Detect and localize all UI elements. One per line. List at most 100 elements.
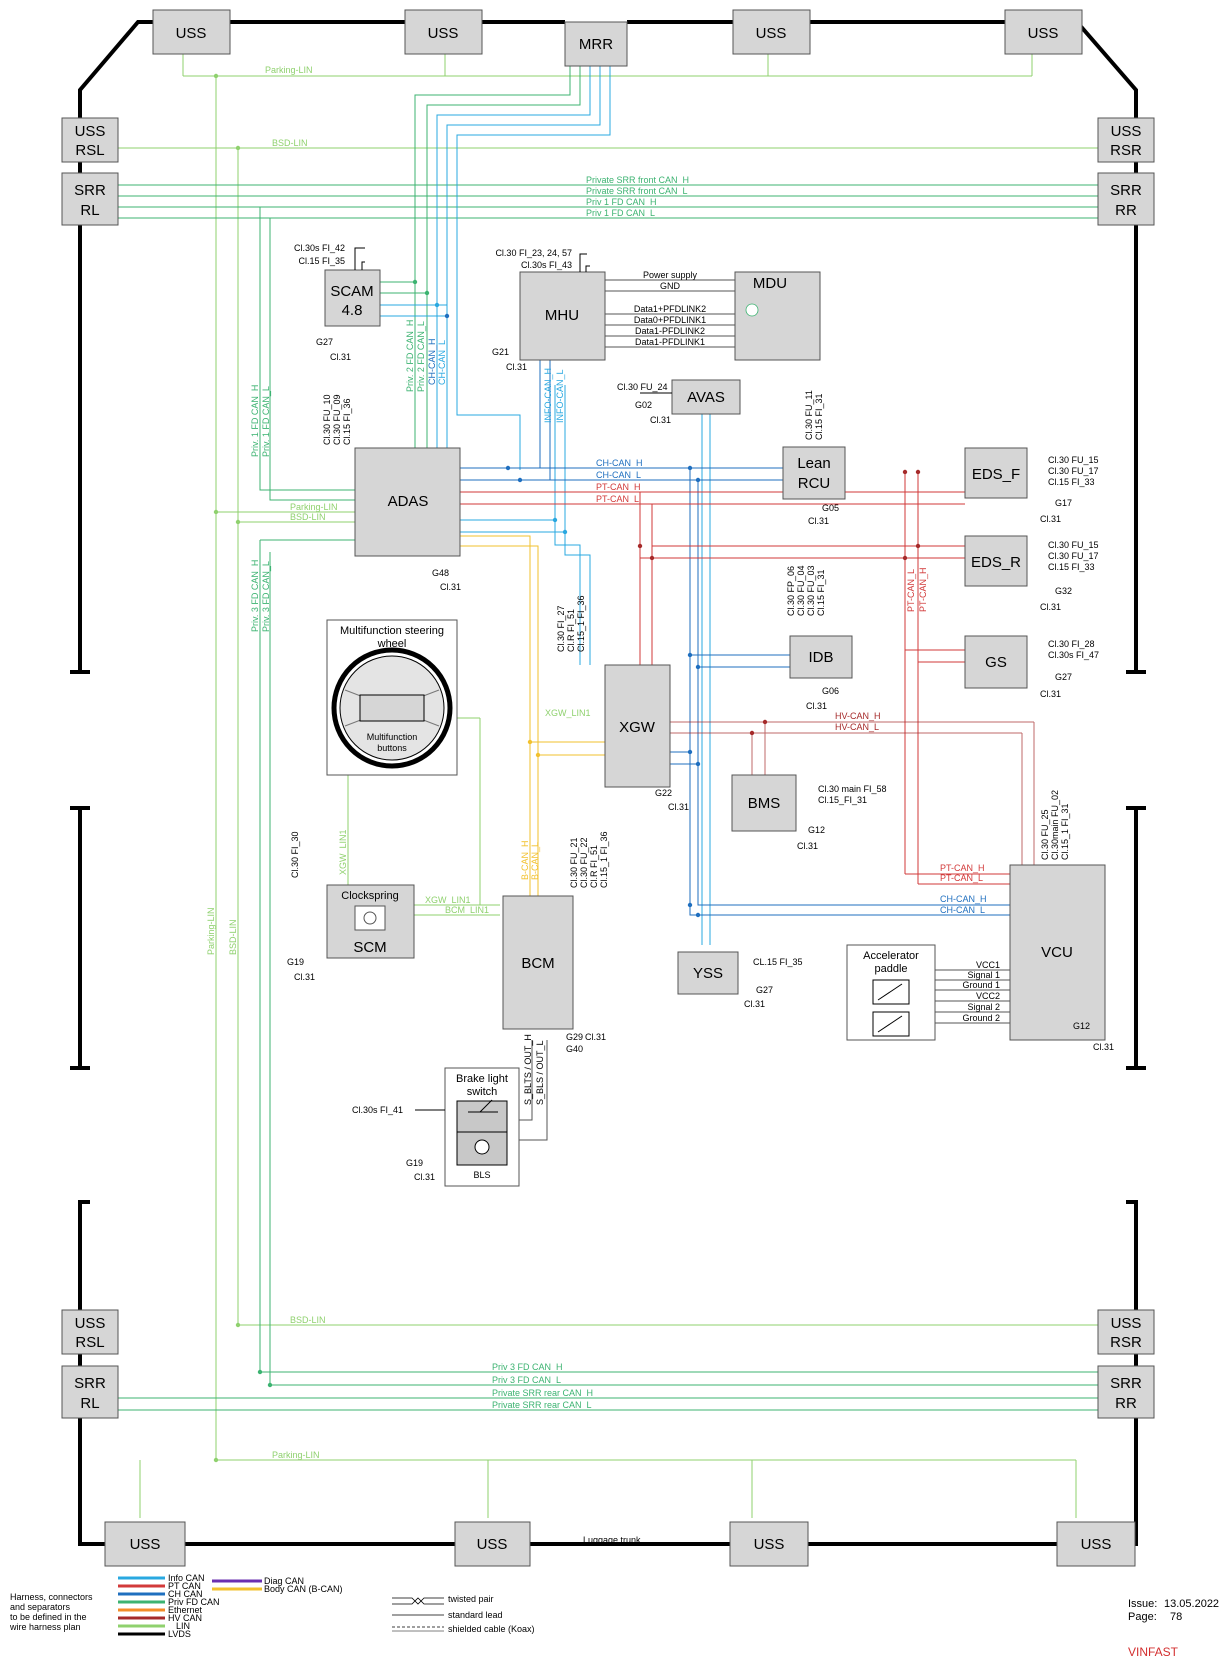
pedal-sensor-2-icon (872, 1011, 910, 1037)
svg-text:Multifunction steering: Multifunction steering (340, 625, 444, 637)
legend: Harness, connectors and separators to be… (9, 1573, 535, 1639)
svg-text:Cl.30 FI_28: Cl.30 FI_28 (1048, 639, 1095, 649)
svg-text:Cl.30 FU_15: Cl.30 FU_15 (1048, 540, 1099, 550)
label-vcu-ch-l: CH-CAN_L (940, 905, 985, 915)
svg-text:USS: USS (1081, 1536, 1112, 1553)
svg-text:Cl.31: Cl.31 (506, 362, 527, 372)
vlabel-info-h: INFO-CAN_H (543, 368, 553, 423)
svg-text:Ground 1: Ground 1 (962, 980, 1000, 990)
svg-text:and separators: and separators (10, 1602, 71, 1612)
avas: AVAS (671, 379, 741, 415)
label-priv1-l: Priv 1 FD CAN_L (586, 208, 655, 218)
svg-text:SCAM: SCAM (330, 283, 373, 300)
label-vcu-pt-l: PT-CAN_L (940, 873, 983, 883)
svg-text:RR: RR (1115, 202, 1137, 219)
svg-text:to be defined in the: to be defined in the (10, 1612, 87, 1622)
svg-text:switch: switch (467, 1086, 498, 1098)
svg-text:Ground 2: Ground 2 (962, 1013, 1000, 1023)
svg-text:Diag CAN: Diag CAN (264, 1576, 304, 1586)
label-hv-h: HV-CAN_H (835, 711, 881, 721)
mhu-mdu-lines: Power supply GND Data1+PFDLINK2 Data0+PF… (634, 270, 706, 347)
vlabel-sbls: S_BLS / OUT_L (535, 1040, 545, 1105)
svg-text:G06: G06 (822, 686, 839, 696)
svg-text:Data1-PFDLINK1: Data1-PFDLINK1 (635, 337, 705, 347)
svg-text:G27: G27 (316, 337, 333, 347)
brake-light-switch: Brake light switch BLS (444, 1067, 520, 1187)
svg-text:G21: G21 (492, 347, 509, 357)
svg-text:BLS: BLS (473, 1170, 490, 1180)
svg-text:BCM: BCM (521, 955, 554, 972)
scam: SCAM 4.8 (324, 269, 381, 327)
svg-text:Cl.31: Cl.31 (414, 1172, 435, 1182)
svg-text:VCU: VCU (1041, 944, 1073, 961)
label-parking-lin-top: Parking-LIN (265, 65, 313, 75)
svg-text:Cl.30s FI_41: Cl.30s FI_41 (352, 1105, 403, 1115)
svg-text:Cl.31: Cl.31 (294, 972, 315, 982)
svg-text:Cl.31: Cl.31 (585, 1032, 606, 1042)
bms: BMS (731, 774, 797, 832)
eds-f: EDS_F (964, 447, 1028, 499)
svg-text:G12: G12 (1073, 1021, 1090, 1031)
adas: ADAS (354, 447, 461, 557)
svg-text:RCU: RCU (798, 475, 831, 492)
svg-text:BMS: BMS (748, 795, 781, 812)
uss-front-right-inner: USS (732, 9, 811, 55)
vlabel-info-l: INFO-CAN_L (555, 369, 565, 423)
svg-text:twisted pair: twisted pair (448, 1594, 494, 1604)
svg-text:Cl.30 FU_09: Cl.30 FU_09 (332, 394, 342, 445)
svg-text:78: 78 (1170, 1611, 1182, 1623)
svg-text:Cl.30 FU_10: Cl.30 FU_10 (322, 394, 332, 445)
brand-name: VINFAST (1128, 1645, 1179, 1659)
svg-text:Cl.31: Cl.31 (1093, 1042, 1114, 1052)
svg-text:MDU: MDU (753, 275, 787, 292)
svg-text:GND: GND (660, 281, 681, 291)
bcm: BCM (502, 895, 574, 1030)
vlabel-bcan-h: B-CAN_H (520, 840, 530, 880)
svg-text:Data1-PFDLINK2: Data1-PFDLINK2 (635, 326, 705, 336)
svg-text:Cl.15 FI_33: Cl.15 FI_33 (1048, 562, 1095, 572)
vlabel-pt-h: PT-CAN_H (918, 567, 928, 612)
label-bsd-lin-adas: BSD-LIN (290, 512, 326, 522)
svg-text:Cl.30 FU_17: Cl.30 FU_17 (1048, 466, 1099, 476)
svg-text:ADAS: ADAS (388, 493, 429, 510)
svg-text:Cl.15 FI_35: Cl.15 FI_35 (298, 256, 345, 266)
svg-text:Cl.R FI_51: Cl.R FI_51 (566, 609, 576, 652)
svg-text:USS: USS (1111, 123, 1142, 140)
svg-text:AVAS: AVAS (687, 389, 725, 406)
svg-text:G02: G02 (635, 400, 652, 410)
svg-text:Harness, connectors: Harness, connectors (10, 1592, 93, 1602)
label-parking-lin-bot: Parking-LIN (272, 1450, 320, 1460)
svg-text:G40: G40 (566, 1044, 583, 1054)
svg-text:VCC2: VCC2 (976, 991, 1000, 1001)
svg-text:G19: G19 (287, 957, 304, 967)
vlabel-pt-l: PT-CAN_L (906, 569, 916, 612)
svg-text:SRR: SRR (74, 1375, 106, 1392)
mdu-logo-icon (745, 303, 759, 317)
svg-text:HV CAN: HV CAN (168, 1613, 202, 1623)
svg-text:XGW: XGW (619, 719, 656, 736)
svg-text:Cl.R FI_51: Cl.R FI_51 (589, 845, 599, 888)
svg-text:Issue:: Issue: (1128, 1598, 1157, 1610)
multifunction-steering-wheel: Multifunction steering wheel Multifuncti… (326, 619, 458, 776)
svg-text:Cl.30 FI_30: Cl.30 FI_30 (290, 831, 300, 878)
label-priv3-h: Priv 3 FD CAN_H (492, 1362, 563, 1372)
svg-text:Cl.30 main FI_58: Cl.30 main FI_58 (818, 784, 887, 794)
svg-text:RSL: RSL (75, 142, 104, 159)
svg-text:LIN: LIN (176, 1621, 190, 1631)
svg-text:Accelerator: Accelerator (863, 950, 919, 962)
svg-text:USS: USS (428, 25, 459, 42)
svg-text:Data0+PFDLINK1: Data0+PFDLINK1 (634, 315, 706, 325)
svg-text:wheel: wheel (377, 638, 407, 650)
svg-text:4.8: 4.8 (342, 302, 363, 319)
xgw: XGW (604, 664, 671, 788)
vlabel-priv1-l: Priv. 1 FD CAN_L (261, 386, 271, 457)
label-priv1-h: Priv 1 FD CAN_H (586, 197, 657, 207)
svg-text:Cl.15 FI_31: Cl.15 FI_31 (816, 569, 826, 616)
svg-text:Lean: Lean (797, 455, 830, 472)
svg-text:Page:: Page: (1128, 1611, 1157, 1623)
svg-text:Cl.31: Cl.31 (330, 352, 351, 362)
svg-text:Priv FD CAN: Priv FD CAN (168, 1597, 220, 1607)
